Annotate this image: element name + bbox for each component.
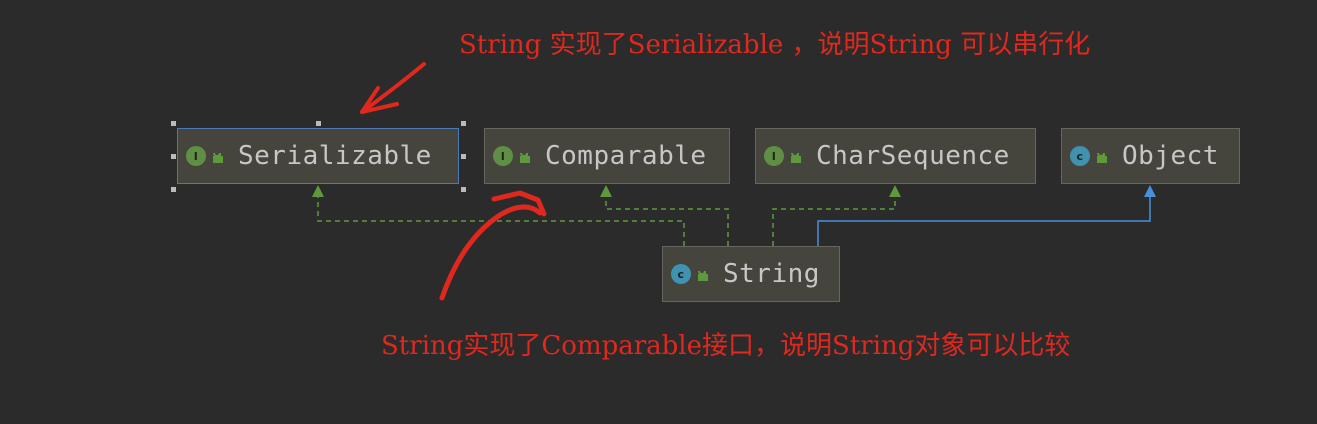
- open-lock-icon: [791, 152, 801, 163]
- arrowhead-charsequence: [889, 185, 901, 197]
- red-arrow-comparable: [439, 190, 547, 301]
- selection-handle[interactable]: [171, 121, 176, 126]
- node-label: String: [723, 259, 820, 289]
- open-lock-icon: [213, 152, 223, 163]
- selection-handle[interactable]: [171, 154, 176, 159]
- node-label: Object: [1122, 141, 1219, 171]
- open-lock-icon: [698, 270, 708, 281]
- node-label: Serializable: [238, 141, 432, 171]
- node-string[interactable]: c String: [662, 246, 840, 302]
- interface-icon: I: [493, 146, 513, 166]
- selection-handle[interactable]: [461, 154, 466, 159]
- selection-handle[interactable]: [461, 187, 466, 192]
- arrowhead-comparable: [600, 185, 612, 197]
- annotation-serializable: String 实现了Serializable ，说明String 可以串行化: [459, 30, 1091, 60]
- selection-handle[interactable]: [171, 187, 176, 192]
- interface-icon: I: [764, 146, 784, 166]
- edge-string-serializable: [317, 196, 685, 246]
- open-lock-icon: [520, 152, 530, 163]
- edge-string-comparable: [605, 196, 729, 246]
- arrowhead-object: [1144, 185, 1156, 197]
- node-charsequence[interactable]: I CharSequence: [755, 128, 1036, 184]
- open-lock-icon: [1097, 152, 1107, 163]
- edge-string-object: [817, 196, 1151, 246]
- arrowhead-serializable: [312, 185, 324, 197]
- interface-icon: I: [186, 146, 206, 166]
- selection-handle[interactable]: [316, 121, 321, 126]
- class-icon: c: [1070, 146, 1090, 166]
- node-label: Comparable: [545, 141, 707, 171]
- node-comparable[interactable]: I Comparable: [484, 128, 730, 184]
- class-icon: c: [671, 264, 691, 284]
- annotation-comparable: String实现了Comparable接口，说明String对象可以比较: [381, 331, 1071, 361]
- node-label: CharSequence: [816, 141, 1010, 171]
- selection-handle[interactable]: [461, 121, 466, 126]
- node-serializable[interactable]: I Serializable: [177, 128, 459, 184]
- edge-string-charsequence: [772, 196, 896, 246]
- red-arrow-serializable: [360, 62, 426, 114]
- node-object[interactable]: c Object: [1061, 128, 1240, 184]
